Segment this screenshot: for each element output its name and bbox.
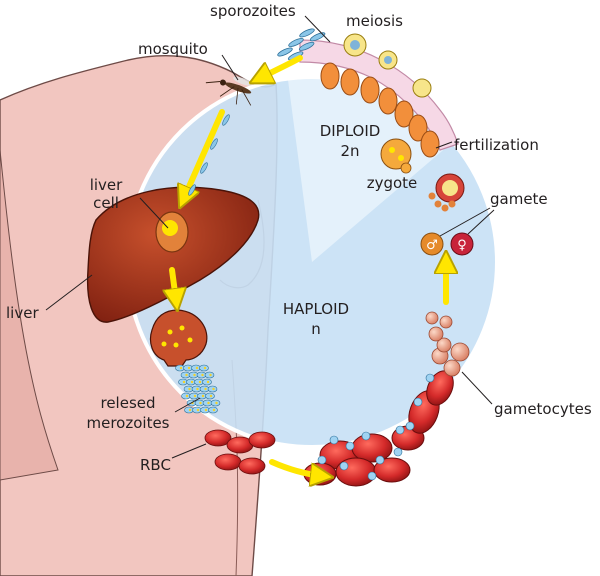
merozoite-nucleus — [209, 394, 213, 398]
arrow-liver-to-schizont — [172, 267, 176, 300]
merozoite-nucleus — [204, 408, 208, 412]
leader-rbc — [171, 443, 207, 459]
arrow-sporozoite-stream — [188, 114, 230, 196]
leader-gametocytes — [461, 371, 493, 405]
merozoite-nucleus — [188, 408, 192, 412]
merozoite-nucleus — [196, 408, 200, 412]
merozoite-nucleus — [187, 366, 191, 370]
merozoite-nucleus — [185, 394, 189, 398]
arrow-mosquito-to-liver — [184, 109, 225, 198]
label-released-line2: merozoites — [87, 414, 170, 432]
label-haploid-n: n — [311, 320, 321, 338]
rbc-group — [204, 429, 276, 475]
label-liver: liver — [6, 304, 39, 322]
arrow-rbc-to-infected — [269, 459, 322, 476]
female-symbol: ♀ — [457, 238, 467, 253]
merozoite-nucleus — [196, 387, 199, 391]
merozoite-nucleus — [215, 401, 218, 405]
rbc-cell — [214, 453, 242, 471]
leader-mosquito — [221, 54, 239, 81]
male-symbol: ♂ — [426, 238, 438, 253]
label-haploid: HAPLOID — [283, 300, 349, 318]
merozoite-nucleus — [201, 373, 204, 377]
male-gamete-icon: ♂ — [420, 232, 444, 256]
merozoite-nucleus — [193, 394, 197, 398]
leader-liver — [45, 274, 93, 311]
schizont-shape — [149, 309, 208, 367]
label-zygote: zygote — [367, 174, 418, 192]
label-mosquito: mosquito — [138, 40, 208, 58]
leader-lines — [45, 15, 495, 459]
merozoite-nucleus — [201, 394, 205, 398]
fertilizing-gamete — [428, 173, 465, 212]
merozoite-nucleus — [190, 380, 194, 384]
cycle-arrows — [172, 55, 446, 476]
arrow-sporozoites-to-mosquito — [260, 55, 303, 78]
diagram-labels: sporozoites meiosis mosquito DIPLOID 2n … — [6, 2, 592, 474]
label-gametocytes: gametocytes — [494, 400, 592, 418]
label-liver-cell-line2: cell — [93, 194, 119, 212]
rbc-cell — [248, 431, 276, 449]
liver-cell-nucleus — [162, 220, 178, 236]
merozoite-nucleus — [203, 366, 207, 370]
leader-gamete-male — [439, 207, 491, 237]
leader-merozoites — [174, 397, 201, 413]
liver-shape — [86, 186, 260, 323]
merozoite-nucleus — [207, 401, 210, 405]
merozoite-nucleus — [209, 373, 212, 377]
female-gamete-icon: ♀ — [450, 232, 474, 256]
mosquito-gut-epithelium — [299, 33, 459, 158]
gut-cells — [320, 62, 440, 158]
arm-silhouette — [0, 149, 59, 481]
rbc-cell — [204, 429, 232, 447]
merozoite-nucleus — [182, 380, 186, 384]
liver-schizont — [149, 309, 208, 367]
rbc-cell — [238, 457, 266, 475]
label-released-line1: relesed — [100, 394, 155, 412]
merozoite-nucleus — [204, 387, 207, 391]
merozoite-nucleus — [195, 366, 199, 370]
leader-liver-cell — [139, 197, 169, 229]
merozoite-nucleus — [198, 380, 202, 384]
label-sporozoites: sporozoites — [210, 2, 296, 20]
label-liver-cell-line1: liver — [90, 176, 123, 194]
merozoite-nucleus — [206, 380, 210, 384]
label-meiosis: meiosis — [346, 12, 403, 30]
oocysts — [343, 33, 432, 98]
merozoite-nucleus — [199, 401, 202, 405]
leader-gamete-female — [467, 209, 495, 235]
merozoite-nucleus — [212, 387, 215, 391]
leader-fertilization — [435, 141, 453, 149]
zygote-cell — [380, 138, 412, 174]
merozoite-nucleus — [188, 387, 191, 391]
gametocytes-chain — [425, 311, 470, 377]
merozoite-nucleus — [179, 366, 183, 370]
label-gamete: gamete — [490, 190, 548, 208]
sporozoites-group — [277, 28, 326, 61]
merozoite-nucleus — [212, 408, 216, 412]
merozoite-nucleus — [185, 373, 188, 377]
leader-sporozoites — [304, 15, 331, 43]
merozoites-cluster — [175, 364, 221, 414]
liver-organ — [86, 186, 260, 323]
merozoite-nucleus — [193, 373, 196, 377]
label-fertilization: fertilization — [454, 136, 539, 154]
label-diploid: DIPLOID — [320, 122, 381, 140]
label-rbc: RBC — [140, 456, 171, 474]
mosquito-icon — [205, 76, 253, 106]
label-diploid-n: 2n — [340, 142, 359, 160]
